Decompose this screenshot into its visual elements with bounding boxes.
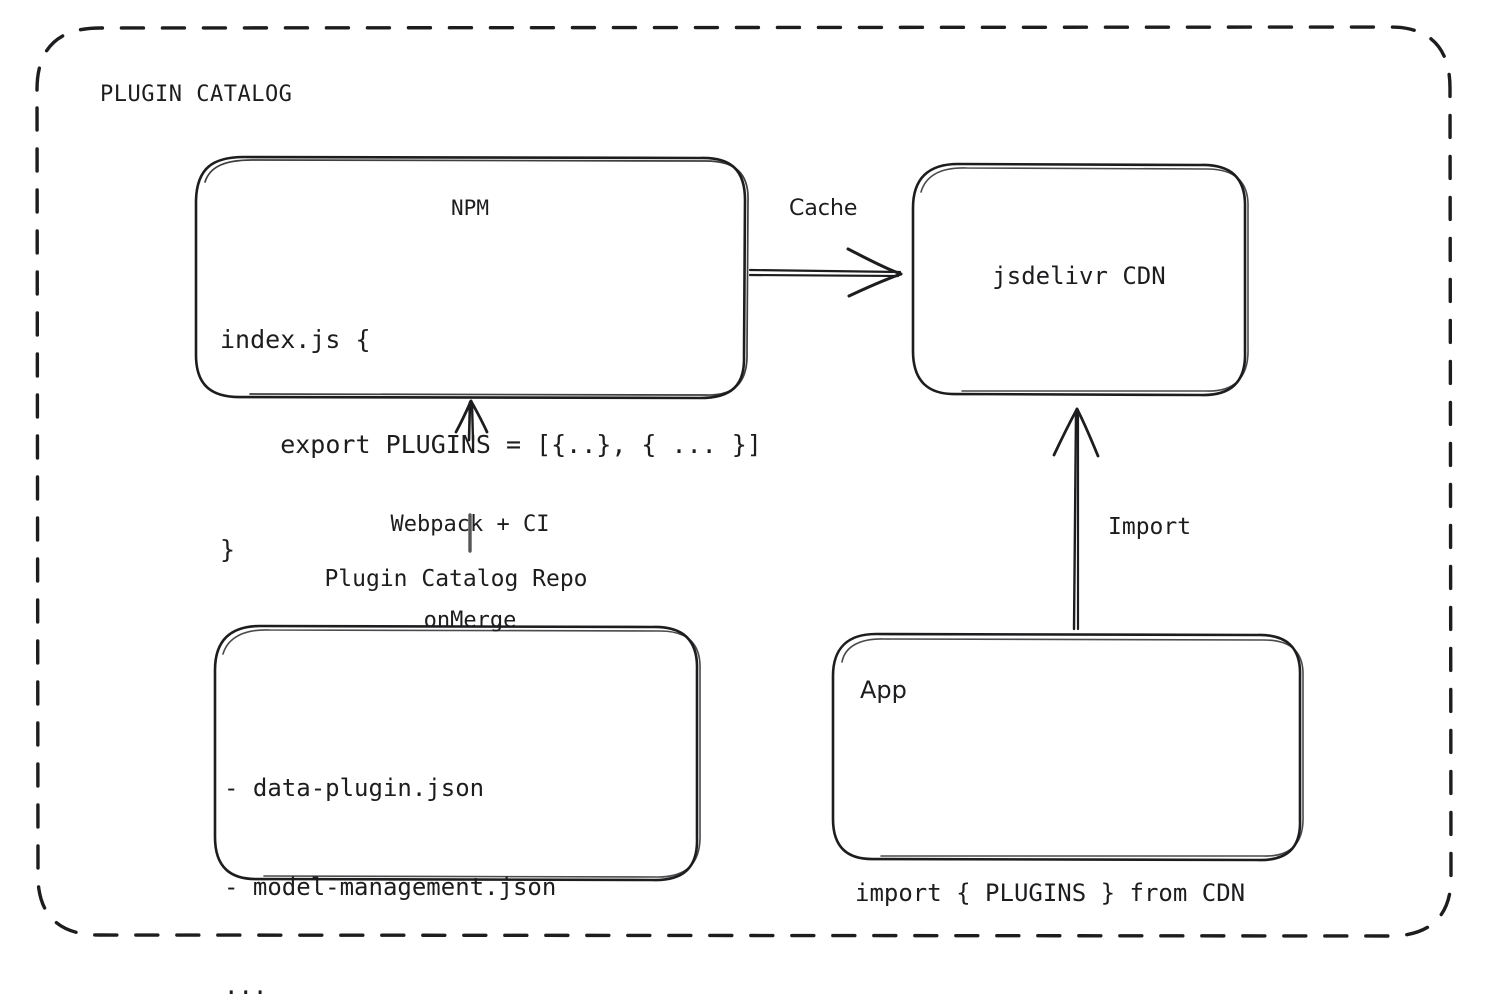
cache-arrow [748,247,903,298]
import-arrow [1052,407,1100,631]
webpack-ci-edge-label-line-2: onMerge [423,608,517,633]
repo-node-label: Plugin Catalog Repo [324,566,588,592]
npm-code-line-1: index.js { [220,325,371,354]
npm-node-box [194,155,749,400]
cache-edge-label: Cache [789,196,858,221]
app-node-title: App [860,676,907,704]
cdn-node-title: jsdelivr CDN [992,262,1166,290]
app-code-line-1: import { PLUGINS } from CDN [855,879,1246,907]
repo-node-box [213,624,701,882]
repo-file-list: - data-plugin.json - model-management.js… [224,706,556,1002]
cdn-node-box [911,162,1249,397]
npm-node-title: NPM [451,196,489,220]
webpack-ci-edge-label-line-1: Webpack + CI [390,512,550,537]
repo-file-item: - model-management.json [224,873,557,901]
repo-file-item: - data-plugin.json [224,774,485,802]
page-title: PLUGIN CATALOG [100,82,293,107]
app-code-block: import { PLUGINS } from CDN PLUGINS.forE… [855,736,1245,1002]
import-edge-label: Import [1108,514,1192,540]
npm-code-line-3: } [220,535,236,564]
plugin-catalog-container-border [35,25,1453,938]
webpack-ci-arrow [454,399,489,553]
webpack-ci-edge-label: Webpack + CI onMerge [345,445,595,701]
npm-code-block: index.js { export PLUGINS = [{..}, { ...… [220,252,762,637]
repo-file-item: ... [224,972,268,1000]
npm-code-line-2: export PLUGINS = [{..}, { ... }] [220,430,762,459]
app-node-box [831,632,1304,862]
